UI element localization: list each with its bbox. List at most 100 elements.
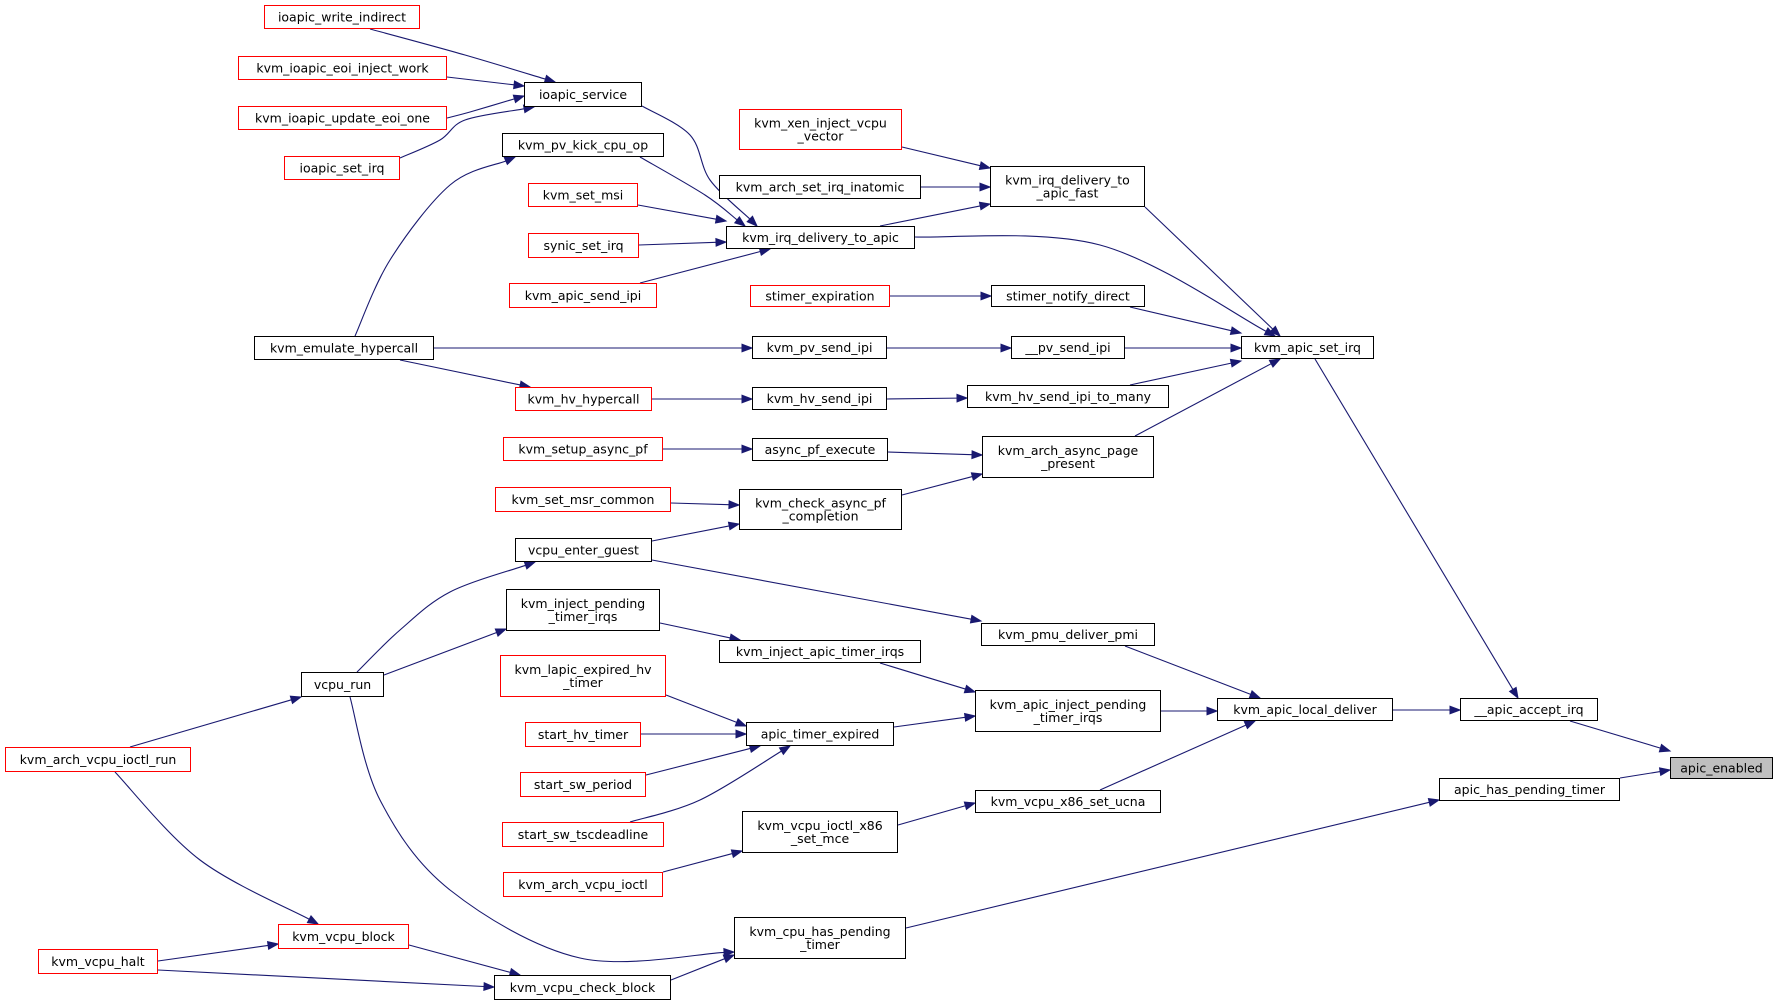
node-ioapic-write-indirect[interactable]: ioapic_write_indirect	[264, 5, 420, 29]
node-kvm-vcpu-check-block[interactable]: kvm_vcpu_check_block	[494, 975, 671, 1000]
node-box[interactable]	[967, 385, 1169, 408]
node-start-sw-period[interactable]: start_sw_period	[520, 772, 646, 797]
node-box[interactable]	[238, 56, 447, 80]
node-box[interactable]	[284, 156, 400, 180]
node-kvm-setup-async-pf[interactable]: kvm_setup_async_pf	[503, 437, 663, 461]
node-box[interactable]	[524, 82, 642, 107]
node-kvm-vcpu-x86-set-ucna[interactable]: kvm_vcpu_x86_set_ucna	[975, 790, 1161, 813]
node-kvm-inject-pending-timer-irqs[interactable]: kvm_inject_pending_timer_irqs	[506, 589, 660, 631]
node-kvm-pmu-deliver-pmi[interactable]: kvm_pmu_deliver_pmi	[981, 623, 1155, 646]
node-kvm-ioapic-update-eoi-one[interactable]: kvm_ioapic_update_eoi_one	[238, 106, 447, 130]
node-box[interactable]	[495, 487, 671, 512]
node-ioapic-set-irq[interactable]: ioapic_set_irq	[284, 156, 400, 180]
node-box[interactable]	[1460, 698, 1598, 721]
node-kvm-xen-inject-vcpu-vector[interactable]: kvm_xen_inject_vcpu_vector	[739, 109, 902, 150]
node-kvm-arch-vcpu-ioctl-run[interactable]: kvm_arch_vcpu_ioctl_run	[5, 747, 191, 772]
node---pv-send-ipi[interactable]: __pv_send_ipi	[1011, 336, 1125, 359]
node-box[interactable]	[990, 166, 1145, 207]
node-kvm-vcpu-halt[interactable]: kvm_vcpu_halt	[38, 949, 158, 974]
node-box[interactable]	[739, 109, 902, 150]
node-kvm-inject-apic-timer-irqs[interactable]: kvm_inject_apic_timer_irqs	[719, 640, 921, 663]
node-kvm-hv-send-ipi-to-many[interactable]: kvm_hv_send_ipi_to_many	[967, 385, 1169, 408]
node-box[interactable]	[975, 690, 1161, 732]
node-box[interactable]	[38, 949, 158, 974]
node-box[interactable]	[500, 655, 666, 697]
node-async-pf-execute[interactable]: async_pf_execute	[752, 438, 888, 461]
node-kvm-hv-hypercall[interactable]: kvm_hv_hypercall	[515, 387, 652, 411]
node-box[interactable]	[502, 133, 664, 157]
node-box[interactable]	[739, 489, 902, 530]
node-vcpu-run[interactable]: vcpu_run	[301, 672, 384, 697]
node-box[interactable]	[726, 226, 915, 249]
node-box[interactable]	[991, 285, 1145, 307]
node-box[interactable]	[1670, 757, 1773, 779]
node---apic-accept-irq[interactable]: __apic_accept_irq	[1460, 698, 1598, 721]
node-apic-timer-expired[interactable]: apic_timer_expired	[746, 722, 894, 746]
node-kvm-check-async-pf-completion[interactable]: kvm_check_async_pf_completion	[739, 489, 902, 530]
node-box[interactable]	[506, 589, 660, 631]
node-kvm-lapic-expired-hv-timer[interactable]: kvm_lapic_expired_hv_timer	[500, 655, 666, 697]
node-box[interactable]	[734, 917, 906, 959]
node-box[interactable]	[1241, 336, 1374, 359]
node-box[interactable]	[1011, 336, 1125, 359]
node-box[interactable]	[515, 387, 652, 411]
node-synic-set-irq[interactable]: synic_set_irq	[528, 233, 639, 258]
node-box[interactable]	[719, 175, 921, 199]
node-box[interactable]	[5, 747, 191, 772]
node-kvm-pv-kick-cpu-op[interactable]: kvm_pv_kick_cpu_op	[502, 133, 664, 157]
node-box[interactable]	[502, 822, 664, 847]
node-box[interactable]	[278, 924, 409, 949]
node-box[interactable]	[719, 640, 921, 663]
node-kvm-apic-send-ipi[interactable]: kvm_apic_send_ipi	[509, 283, 657, 308]
node-kvm-emulate-hypercall[interactable]: kvm_emulate_hypercall	[254, 336, 434, 360]
node-apic-enabled[interactable]: apic_enabled	[1670, 757, 1773, 779]
node-kvm-arch-vcpu-ioctl[interactable]: kvm_arch_vcpu_ioctl	[503, 872, 663, 897]
node-stimer-expiration[interactable]: stimer_expiration	[750, 285, 890, 307]
node-box[interactable]	[982, 436, 1154, 478]
node-kvm-set-msi[interactable]: kvm_set_msi	[528, 183, 638, 207]
node-start-sw-tscdeadline[interactable]: start_sw_tscdeadline	[502, 822, 664, 847]
node-kvm-pv-send-ipi[interactable]: kvm_pv_send_ipi	[752, 336, 887, 359]
node-stimer-notify-direct[interactable]: stimer_notify_direct	[991, 285, 1145, 307]
node-box[interactable]	[494, 975, 671, 1000]
node-box[interactable]	[520, 772, 646, 797]
node-box[interactable]	[746, 722, 894, 746]
node-box[interactable]	[752, 387, 887, 410]
node-kvm-hv-send-ipi[interactable]: kvm_hv_send_ipi	[752, 387, 887, 410]
node-box[interactable]	[503, 437, 663, 461]
node-vcpu-enter-guest[interactable]: vcpu_enter_guest	[515, 538, 652, 562]
node-ioapic-service[interactable]: ioapic_service	[524, 82, 642, 107]
node-box[interactable]	[515, 538, 652, 562]
node-kvm-vcpu-ioctl-x86-set-mce[interactable]: kvm_vcpu_ioctl_x86_set_mce	[742, 811, 898, 853]
node-box[interactable]	[525, 722, 641, 747]
node-box[interactable]	[1439, 778, 1620, 801]
node-box[interactable]	[975, 790, 1161, 813]
node-start-hv-timer[interactable]: start_hv_timer	[525, 722, 641, 747]
node-box[interactable]	[528, 183, 638, 207]
node-box[interactable]	[742, 811, 898, 853]
node-kvm-irq-delivery-to-apic[interactable]: kvm_irq_delivery_to_apic	[726, 226, 915, 249]
node-kvm-ioapic-eoi-inject-work[interactable]: kvm_ioapic_eoi_inject_work	[238, 56, 447, 80]
node-box[interactable]	[750, 285, 890, 307]
node-box[interactable]	[528, 233, 639, 258]
node-box[interactable]	[752, 438, 888, 461]
node-box[interactable]	[752, 336, 887, 359]
node-kvm-cpu-has-pending-timer[interactable]: kvm_cpu_has_pending_timer	[734, 917, 906, 959]
node-kvm-apic-inject-pending-timer-irqs[interactable]: kvm_apic_inject_pending_timer_irqs	[975, 690, 1161, 732]
node-box[interactable]	[1217, 698, 1393, 721]
node-kvm-irq-delivery-to-apic-fast[interactable]: kvm_irq_delivery_to_apic_fast	[990, 166, 1145, 207]
node-kvm-vcpu-block[interactable]: kvm_vcpu_block	[278, 924, 409, 949]
node-box[interactable]	[301, 672, 384, 697]
node-kvm-apic-set-irq[interactable]: kvm_apic_set_irq	[1241, 336, 1374, 359]
node-kvm-arch-set-irq-inatomic[interactable]: kvm_arch_set_irq_inatomic	[719, 175, 921, 199]
node-kvm-apic-local-deliver[interactable]: kvm_apic_local_deliver	[1217, 698, 1393, 721]
node-box[interactable]	[981, 623, 1155, 646]
node-box[interactable]	[503, 872, 663, 897]
node-box[interactable]	[238, 106, 447, 130]
node-apic-has-pending-timer[interactable]: apic_has_pending_timer	[1439, 778, 1620, 801]
node-box[interactable]	[264, 5, 420, 29]
node-box[interactable]	[509, 283, 657, 308]
node-kvm-arch-async-page-present[interactable]: kvm_arch_async_page_present	[982, 436, 1154, 478]
node-box[interactable]	[254, 336, 434, 360]
node-kvm-set-msr-common[interactable]: kvm_set_msr_common	[495, 487, 671, 512]
